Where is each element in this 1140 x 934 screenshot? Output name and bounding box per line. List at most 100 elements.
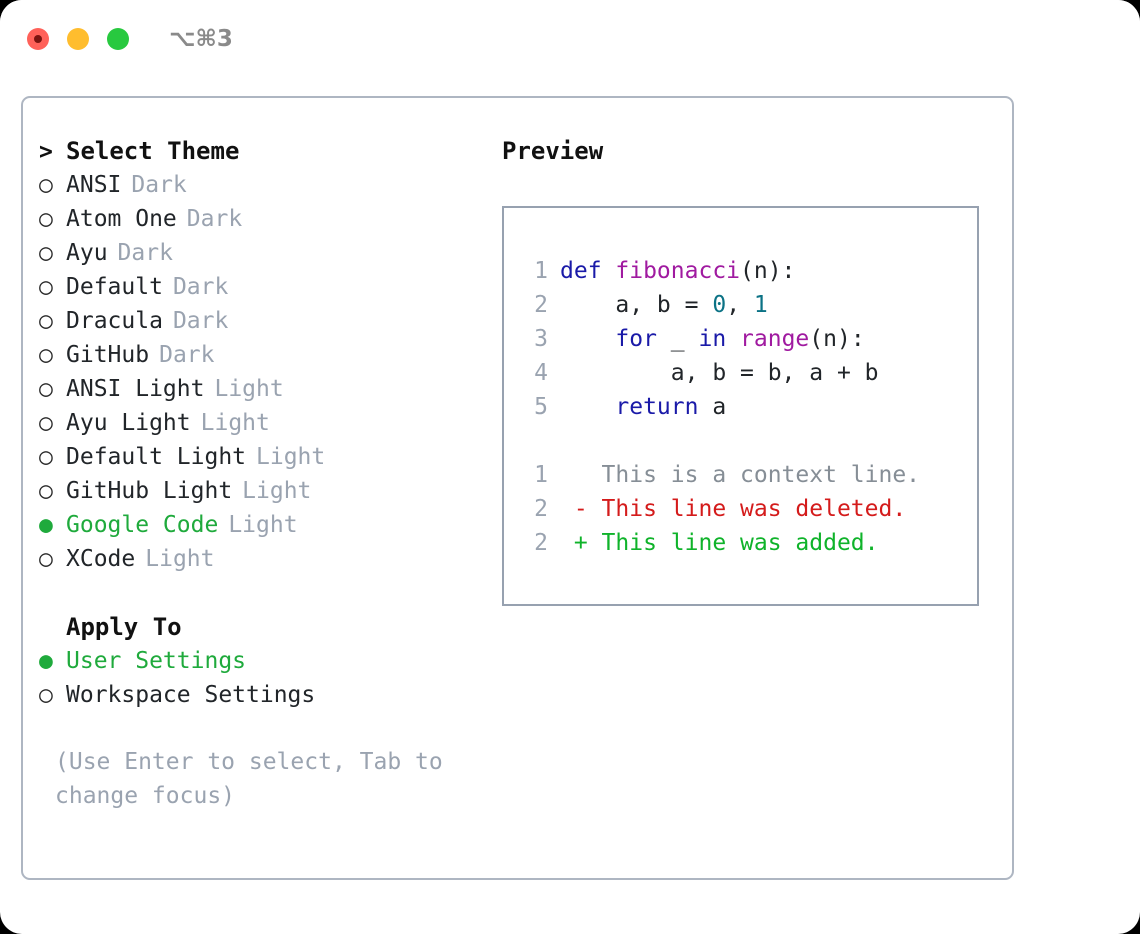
code-token: fibonacci: [615, 258, 741, 284]
diff-text: This is a context line.: [560, 462, 921, 488]
select-theme-heading: > Select Theme: [39, 134, 489, 168]
theme-list-item[interactable]: ○ Default Dark: [39, 270, 489, 304]
theme-name: Default Light: [66, 444, 247, 470]
apply-to-option-label: Workspace Settings: [66, 682, 316, 708]
code-token: (n):: [740, 258, 796, 284]
spacer-icon: ○: [39, 611, 66, 645]
theme-variant-badge: Light: [145, 546, 215, 572]
apply-to-option[interactable]: ● User Settings: [39, 644, 489, 678]
code-token: def: [560, 258, 616, 284]
diff-line: 2 - This line was deleted.: [504, 492, 977, 526]
title-bar: ⌥⌘3: [0, 0, 1140, 78]
theme-name: Default: [66, 274, 163, 300]
code-token: ,: [726, 292, 754, 318]
code-token: [560, 326, 615, 352]
theme-list-item[interactable]: ○ XCode Light: [39, 542, 489, 576]
theme-variant-badge: Light: [228, 512, 298, 538]
line-number: 1: [534, 462, 548, 488]
theme-name: Atom One: [66, 206, 177, 232]
minimize-button[interactable]: [67, 28, 89, 50]
radio-unselected-icon[interactable]: ○: [39, 206, 53, 232]
theme-name: XCode: [66, 546, 136, 572]
code-line: 5 return a: [504, 390, 977, 424]
window-title: ⌥⌘3: [169, 26, 233, 52]
theme-variant-badge: Dark: [117, 240, 173, 266]
theme-name: Dracula: [66, 308, 163, 334]
theme-name: ANSI Light: [66, 376, 205, 402]
theme-variant-badge: Light: [256, 444, 326, 470]
list-spacer: [39, 576, 489, 610]
apply-to-heading: ○ Apply To: [39, 610, 489, 644]
theme-list-item[interactable]: ○ GitHub Dark: [39, 338, 489, 372]
diff-text: + This line was added.: [560, 530, 879, 556]
radio-unselected-icon[interactable]: ○: [39, 478, 53, 504]
radio-unselected-icon[interactable]: ○: [39, 342, 53, 368]
radio-selected-icon[interactable]: ●: [39, 512, 53, 538]
theme-variant-badge: Dark: [159, 342, 215, 368]
radio-selected-icon[interactable]: ●: [39, 648, 53, 674]
maximize-button[interactable]: [107, 28, 129, 50]
line-number: 4: [534, 360, 548, 386]
apply-to-label: Apply To: [66, 613, 182, 641]
radio-unselected-icon[interactable]: ○: [39, 376, 53, 402]
page-title: Select Theme: [66, 137, 240, 165]
radio-unselected-icon[interactable]: ○: [39, 546, 53, 572]
code-line: 3 for _ in range(n):: [504, 322, 977, 356]
line-number: 3: [534, 326, 548, 352]
apply-to-option[interactable]: ○ Workspace Settings: [39, 678, 489, 712]
radio-unselected-icon[interactable]: ○: [39, 172, 53, 198]
theme-name: GitHub Light: [66, 478, 233, 504]
theme-list-item[interactable]: ○ Default Light Light: [39, 440, 489, 474]
code-text: a, b = b, a + b: [560, 356, 879, 390]
code-token: (n):: [809, 326, 865, 352]
theme-list-item[interactable]: ● Google Code Light: [39, 508, 489, 542]
apply-to-option-label: User Settings: [66, 648, 247, 674]
keyboard-hint: (Use Enter to select, Tab to change focu…: [55, 749, 443, 809]
theme-name: Google Code: [66, 512, 219, 538]
code-token: [560, 394, 615, 420]
code-token: for: [615, 326, 657, 352]
line-number: 2: [534, 496, 548, 522]
code-token: 1: [753, 292, 768, 318]
line-number: 2: [534, 292, 548, 318]
preview-title: Preview: [502, 137, 604, 165]
code-text: a, b = 0, 1: [560, 288, 768, 322]
radio-unselected-icon[interactable]: ○: [39, 308, 53, 334]
code-token: a, b = b, a + b: [560, 360, 879, 386]
code-token: a, b =: [560, 292, 713, 318]
code-text: def fibonacci(n):: [560, 254, 795, 288]
code-text: for _ in range(n):: [560, 322, 865, 356]
radio-unselected-icon[interactable]: ○: [39, 682, 53, 708]
close-button[interactable]: [27, 28, 49, 50]
diff-sample: 1 This is a context line. 2 - This line w…: [504, 458, 977, 560]
radio-unselected-icon[interactable]: ○: [39, 240, 53, 266]
code-token: range: [740, 326, 810, 352]
code-text: return a: [560, 390, 726, 424]
code-token: a: [698, 394, 727, 420]
code-token: _: [656, 326, 699, 352]
line-number: 5: [534, 394, 548, 420]
radio-unselected-icon[interactable]: ○: [39, 410, 53, 436]
radio-unselected-icon[interactable]: ○: [39, 274, 53, 300]
code-line: 4 a, b = b, a + b: [504, 356, 977, 390]
theme-variant-badge: Dark: [172, 274, 229, 300]
code-token: [726, 326, 740, 352]
theme-name: Ayu Light: [66, 410, 191, 436]
theme-name: GitHub: [66, 342, 150, 368]
radio-unselected-icon[interactable]: ○: [39, 444, 53, 470]
code-token: 0: [712, 292, 727, 318]
code-diff-gap: [504, 424, 977, 458]
